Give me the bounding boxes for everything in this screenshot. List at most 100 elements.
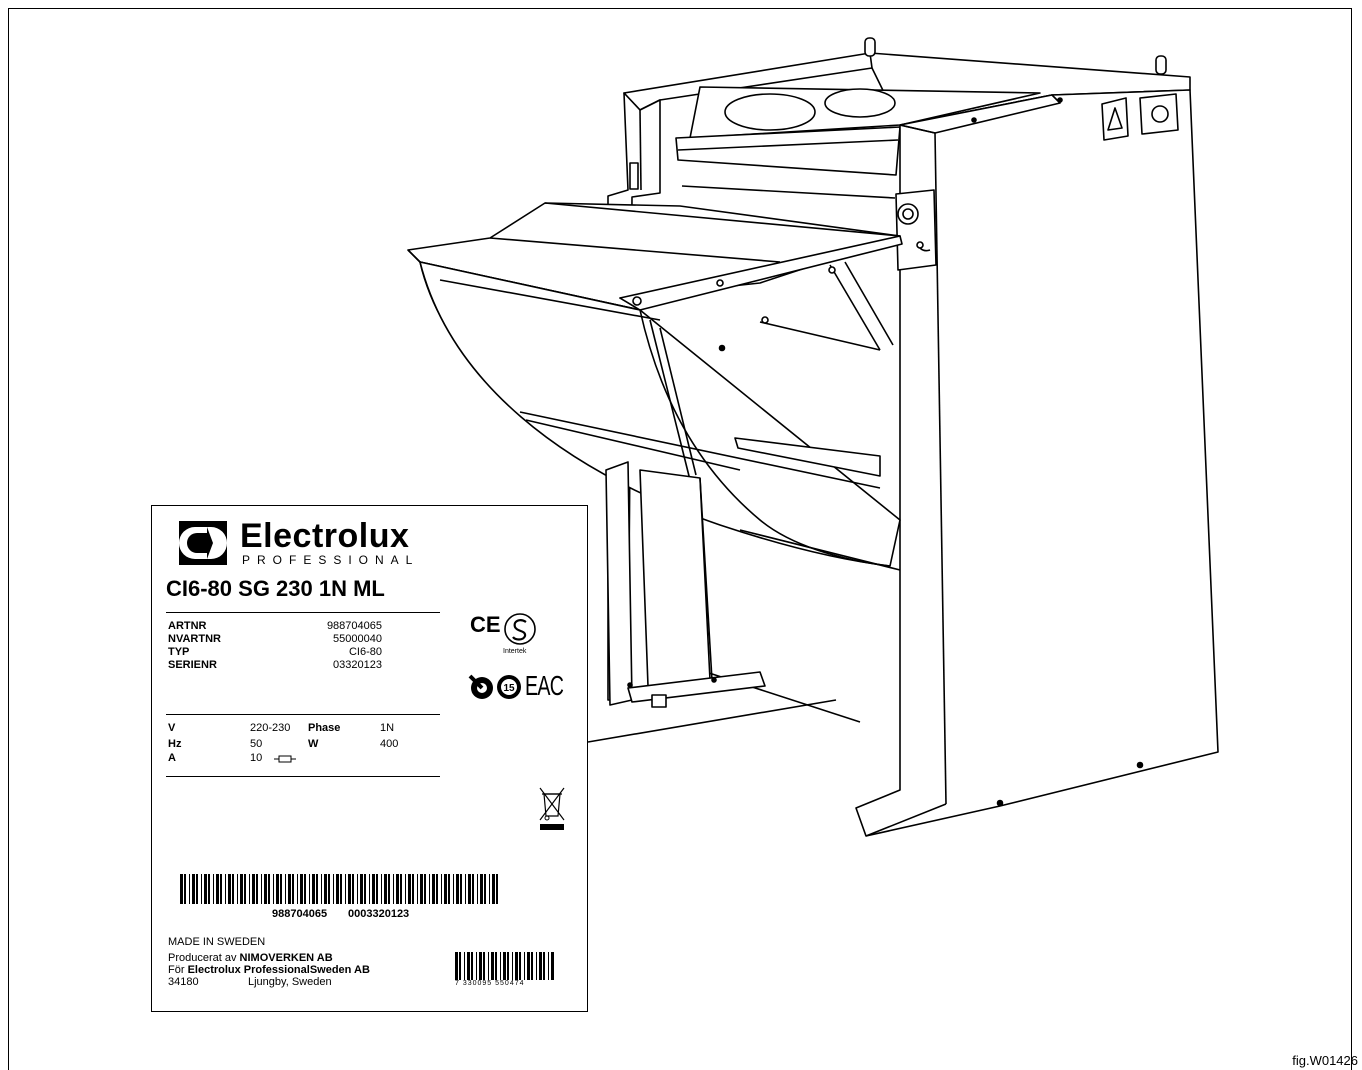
barcode-bar: [261, 874, 262, 904]
barcode-bar: [225, 874, 226, 904]
barcode-bar: [228, 874, 231, 904]
barcode: [180, 874, 498, 904]
barcode-bar: [376, 874, 378, 904]
barcode-bar: [476, 952, 477, 980]
nvartnr-label: NVARTNR: [168, 633, 221, 645]
barcode-bar: [393, 874, 394, 904]
divider: [166, 612, 440, 613]
barcode-bar: [244, 874, 246, 904]
barcode-bar: [232, 874, 234, 904]
barcode-bar: [480, 874, 483, 904]
barcode-bar: [297, 874, 298, 904]
barcode-bar: [309, 874, 310, 904]
barcode-bar: [364, 874, 366, 904]
barcode-bar: [336, 874, 339, 904]
figure-code: fig.W01426: [1292, 1053, 1358, 1068]
made-in: MADE IN SWEDEN: [168, 936, 266, 948]
barcode-bar: [340, 874, 342, 904]
barcode-bar: [189, 874, 190, 904]
barcode-bar: [519, 952, 521, 980]
barcode-bar: [388, 874, 390, 904]
barcode-bar: [264, 874, 267, 904]
barcode-bar: [268, 874, 270, 904]
barcode-bar: [196, 874, 198, 904]
barcode-bar: [400, 874, 402, 904]
barcode-bar: [500, 952, 501, 980]
barcode-bar: [483, 952, 485, 980]
barcode-bar: [333, 874, 334, 904]
barcode-bar: [531, 952, 533, 980]
barcode-bar: [352, 874, 354, 904]
barcode-bar: [357, 874, 358, 904]
barcode-bar: [285, 874, 286, 904]
ean-barcode: [455, 952, 554, 980]
hz-value: 50: [250, 738, 263, 750]
barcode-bar: [491, 952, 494, 980]
barcode-bar: [536, 952, 537, 980]
barcode-bar: [240, 874, 243, 904]
barcode-bar: [237, 874, 238, 904]
weee-bin-icon: [539, 787, 565, 830]
barcode-bar: [472, 874, 474, 904]
barcode-bar: [496, 874, 498, 904]
barcode-bar: [324, 874, 327, 904]
barcode-bar: [316, 874, 318, 904]
svg-text:15: 15: [503, 683, 515, 694]
barcode-bar: [512, 952, 513, 980]
barcode-bar: [459, 952, 461, 980]
barcode-bar: [192, 874, 195, 904]
barcode-bar: [321, 874, 322, 904]
barcode-bar: [204, 874, 207, 904]
barcode-bar: [381, 874, 382, 904]
barcode-bar: [492, 874, 495, 904]
w-value: 400: [380, 738, 399, 750]
barcode-bar: [213, 874, 214, 904]
intertek-label: Intertek: [503, 648, 527, 655]
v-value: 220-230: [250, 722, 291, 734]
barcode-bar: [405, 874, 406, 904]
serienr-value: 03320123: [333, 659, 382, 671]
barcode-bar: [180, 874, 183, 904]
barcode-number-2: 0003320123: [348, 908, 410, 920]
barcode-bar: [417, 874, 418, 904]
barcode-bar: [465, 874, 466, 904]
barcode-bar: [288, 874, 291, 904]
barcode-bar: [468, 874, 471, 904]
barcode-bar: [539, 952, 542, 980]
barcode-bar: [345, 874, 346, 904]
barcode-bar: [464, 952, 465, 980]
serienr-label: SERIENR: [168, 659, 217, 671]
city: Ljungby, Sweden: [248, 976, 332, 988]
barcode-bar: [495, 952, 497, 980]
barcode-bar: [441, 874, 442, 904]
barcode-bar: [507, 952, 509, 980]
barcode-bar: [436, 874, 438, 904]
figure-frame: [8, 8, 1352, 1070]
rating-plate: Electrolux PROFESSIONAL CI6-80 SG 230 1N…: [151, 505, 588, 1012]
ean-digits: 7 330095 550474: [455, 980, 525, 987]
ce-mark-icon: CE: [470, 612, 501, 637]
barcode-bar: [312, 874, 315, 904]
barcode-bar: [412, 874, 414, 904]
barcode-bar: [527, 952, 530, 980]
barcode-bar: [328, 874, 330, 904]
barcode-bar: [201, 874, 202, 904]
barcode-bar: [429, 874, 430, 904]
barcode-bar: [184, 874, 186, 904]
artnr-value: 988704065: [326, 620, 382, 632]
barcode-bar: [216, 874, 219, 904]
barcode-bar: [273, 874, 274, 904]
barcode-bar: [448, 874, 450, 904]
barcode-bar: [460, 874, 462, 904]
brand-subtitle: PROFESSIONAL: [242, 553, 420, 567]
barcode-bar: [479, 952, 482, 980]
model-name: CI6-80 SG 230 1N ML: [166, 576, 385, 601]
phase-value: 1N: [380, 722, 395, 734]
barcode-bar: [300, 874, 303, 904]
artnr-label: ARTNR: [168, 620, 207, 632]
brand-name: Electrolux: [240, 517, 410, 555]
typ-value: CI6-80: [348, 646, 382, 658]
intertek-mark-icon: [504, 613, 536, 645]
electrolux-logo-icon: [179, 521, 227, 565]
epup-15-icon: 15: [497, 675, 521, 699]
